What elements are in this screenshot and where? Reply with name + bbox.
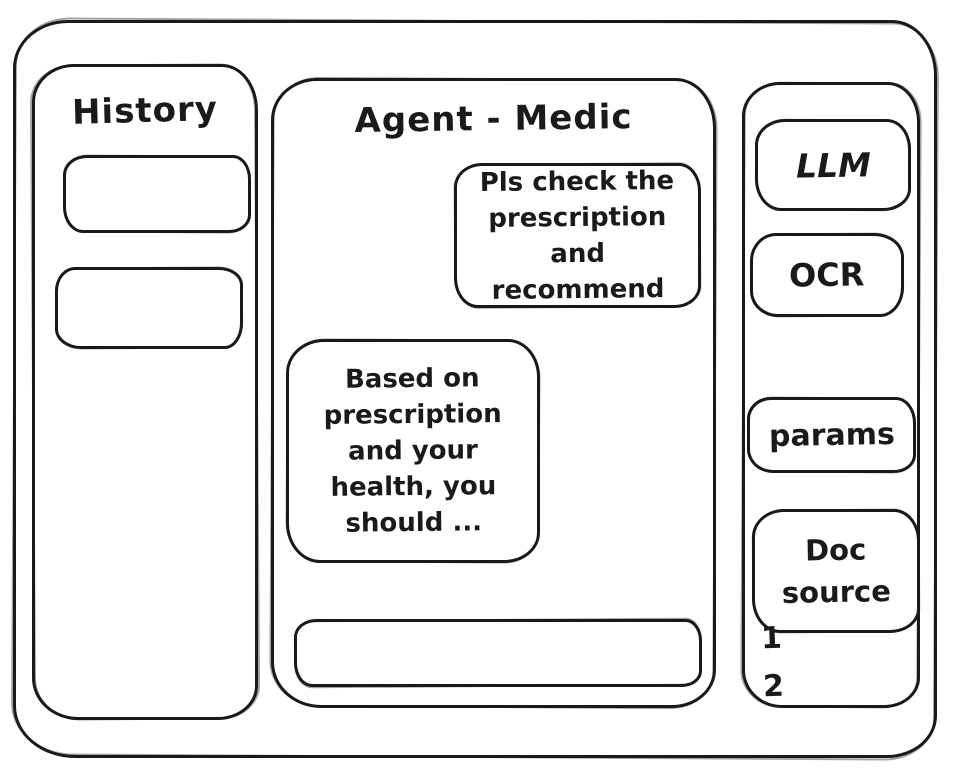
chat-input[interactable] (294, 619, 702, 687)
ocr-button-label: OCR (789, 255, 865, 295)
user-message-text: Pls check the prescription and recommend (479, 165, 675, 306)
ocr-button[interactable]: OCR (750, 233, 904, 317)
agent-message-text: Based on prescription and your health, y… (323, 363, 502, 539)
chat-panel: Agent - Medic Pls check the prescription… (271, 78, 716, 708)
history-panel: History (32, 64, 258, 720)
doc-source-item-1[interactable]: 1 (760, 620, 783, 657)
params-button-label: params (768, 416, 895, 454)
history-item[interactable] (63, 155, 251, 233)
tools-panel: LLM OCR params Doc source 1 2 (742, 82, 920, 708)
params-button[interactable]: params (747, 397, 916, 473)
llm-button-label: LLM (795, 144, 871, 186)
history-title: History (71, 89, 219, 133)
user-message-bubble: Pls check the prescription and recommend (454, 163, 701, 308)
agent-message-bubble: Based on prescription and your health, y… (286, 339, 540, 563)
doc-source-button[interactable]: Doc source (752, 509, 920, 633)
chat-title: Agent - Medic (354, 97, 633, 141)
llm-button[interactable]: LLM (755, 119, 911, 211)
history-item[interactable] (55, 267, 243, 349)
doc-source-button-label: Doc source (781, 532, 892, 610)
doc-source-item-2[interactable]: 2 (762, 668, 785, 705)
